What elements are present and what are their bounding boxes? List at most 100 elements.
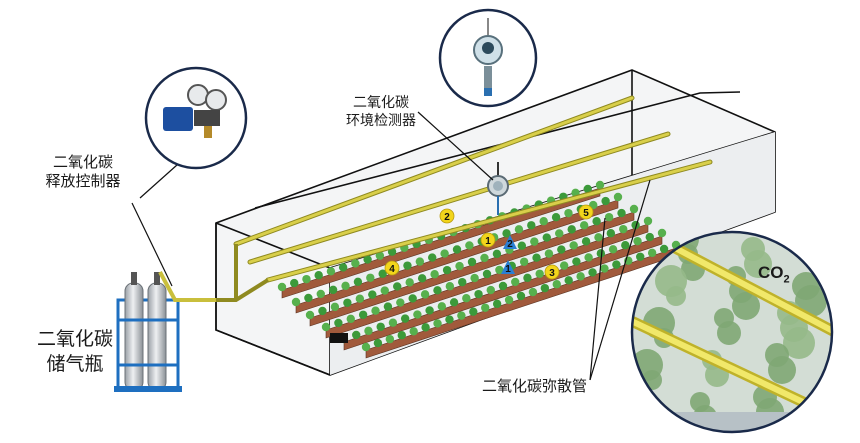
plant (316, 289, 325, 299)
cylinder-label: 二氧化碳 储气瓶 (20, 328, 130, 377)
plant (600, 264, 609, 273)
marker-shape (578, 204, 594, 220)
marker-text: 2 (444, 212, 450, 223)
plant (385, 334, 395, 344)
marker-yellow-5: 5 (578, 204, 594, 220)
plant (326, 267, 336, 276)
plant (433, 319, 442, 328)
plant (492, 299, 502, 309)
plant (576, 272, 585, 281)
planter-bed (325, 223, 649, 339)
plant (425, 306, 434, 315)
plant (592, 217, 601, 226)
plant (559, 261, 569, 270)
plant (557, 245, 566, 254)
plant (564, 208, 573, 218)
plant (346, 314, 355, 324)
plant (551, 212, 561, 222)
plant (498, 281, 508, 291)
detector-callout (417, 8, 538, 181)
plant (527, 221, 536, 230)
co2-text: CO (758, 263, 784, 282)
plant (470, 273, 479, 283)
plant (428, 253, 437, 262)
plant (378, 269, 387, 278)
plant (396, 298, 405, 307)
plant (355, 294, 365, 303)
co2-subscript: 2 (783, 273, 790, 286)
plant (366, 273, 375, 282)
marker-yellow-3: 3 (544, 264, 560, 280)
magnified-plant (741, 237, 765, 261)
magnified-plant (819, 391, 832, 423)
plant (358, 310, 368, 319)
planter-rows (277, 180, 681, 359)
plant (397, 331, 406, 340)
plant (457, 311, 466, 320)
plant (523, 273, 532, 283)
plant (542, 233, 551, 242)
plant (604, 212, 614, 222)
plant (474, 289, 483, 299)
plant (291, 297, 301, 307)
plant (405, 278, 414, 287)
marker-shape (439, 208, 455, 224)
plant (619, 224, 628, 234)
marker-shape (544, 264, 560, 280)
magnified-plant (632, 349, 663, 381)
magnified-plant (765, 343, 789, 367)
plant (437, 302, 447, 311)
plant (462, 294, 471, 303)
plant (657, 228, 667, 238)
planter-row (305, 204, 639, 327)
pipe-callout-lines (589, 179, 651, 381)
plant (535, 269, 544, 278)
plant (442, 265, 452, 275)
marker-blue-2: 2 (503, 235, 517, 250)
plant (430, 270, 439, 279)
plant (318, 306, 327, 316)
plant (334, 318, 343, 328)
plant (572, 257, 581, 266)
plant (516, 291, 526, 301)
cylinder-label-line2: 储气瓶 (46, 353, 104, 375)
plant (383, 302, 393, 311)
plant (530, 237, 539, 246)
plant (588, 268, 597, 277)
gas-cylinder-rack (114, 271, 216, 392)
plant (584, 253, 593, 262)
plant (567, 225, 576, 234)
pipe (248, 132, 670, 264)
controller-label: 二氧化碳 释放控制器 (28, 154, 138, 192)
plant (502, 229, 511, 238)
plant (376, 322, 385, 331)
plant (413, 310, 422, 319)
plant (612, 260, 621, 269)
plant (371, 306, 380, 315)
diffusion-pipes (216, 95, 713, 302)
plant (569, 241, 578, 250)
plant (467, 257, 477, 267)
plant (579, 221, 589, 230)
plant (343, 298, 352, 307)
plant (415, 257, 425, 266)
marker-shape (480, 232, 496, 248)
plant (314, 271, 323, 280)
plant (552, 280, 561, 289)
cylinder-label-line1: 二氧化碳 (36, 329, 113, 350)
detector-label-line1: 二氧化碳 (353, 94, 409, 110)
plant (321, 322, 331, 332)
plant (544, 249, 554, 258)
plant (302, 274, 311, 284)
magnified-plant (690, 392, 710, 412)
plant (555, 229, 564, 238)
plant (305, 310, 315, 320)
plant (601, 196, 610, 206)
plant (458, 277, 467, 287)
plant (409, 327, 418, 336)
plant (495, 265, 504, 275)
plant (596, 249, 606, 258)
floor-box (330, 333, 348, 343)
